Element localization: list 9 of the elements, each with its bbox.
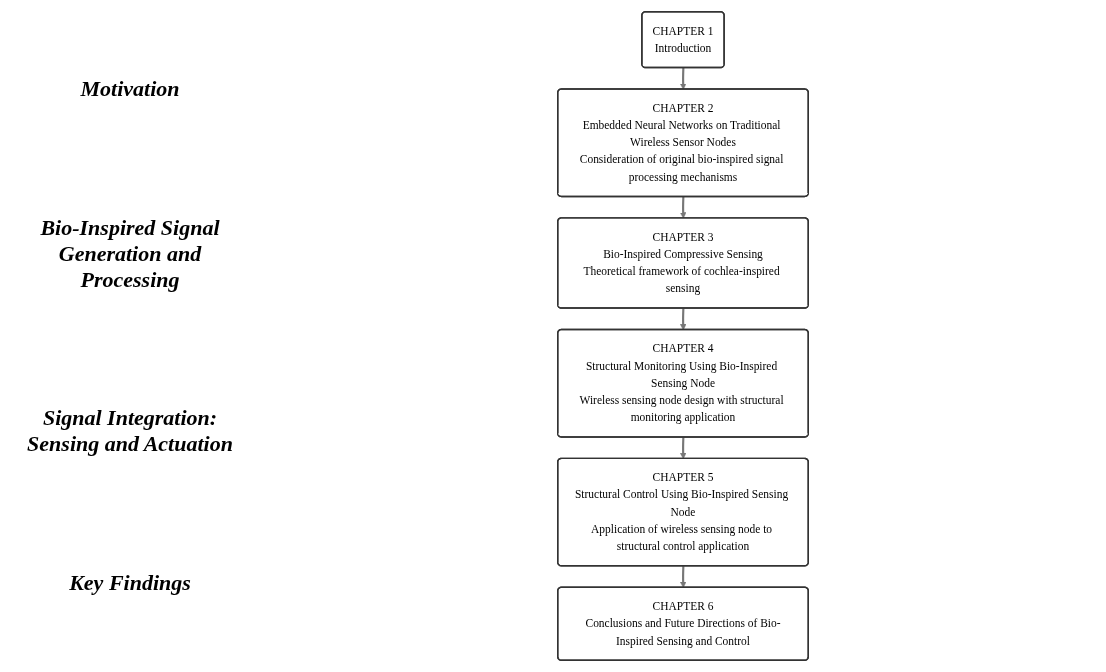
arrow bbox=[680, 196, 687, 219]
row-label: Bio-Inspired Signal Generation and Processing bbox=[39, 214, 221, 293]
row-label: Signal Integration: Sensing and Actuation bbox=[26, 405, 234, 458]
arrow bbox=[680, 437, 687, 460]
arrow bbox=[680, 67, 687, 90]
row-label: Motivation bbox=[79, 76, 181, 103]
arrow bbox=[680, 566, 687, 588]
arrow bbox=[680, 308, 687, 331]
row-label: Key Findings bbox=[68, 569, 192, 596]
